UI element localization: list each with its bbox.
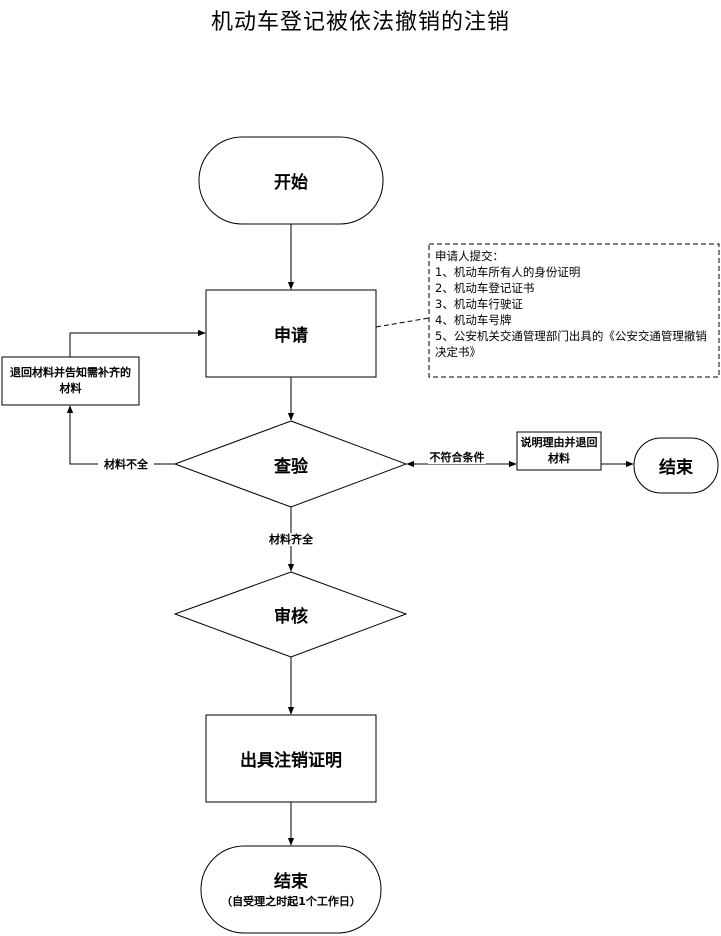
end-bottom-terminator — [200, 845, 382, 934]
note-item: 2、机动车登记证书 — [435, 281, 535, 295]
apply-label: 申请 — [274, 326, 308, 346]
inspect-label: 查验 — [274, 456, 308, 477]
applicant-submit-note: 申请人提交： 1、机动车所有人的身份证明 2、机动车登记证书 3、机动车行驶证 … — [429, 244, 719, 377]
end-right-label: 结束 — [659, 458, 693, 478]
end-right-terminator — [633, 437, 719, 494]
note-item: 5、公安机关交通管理部门出具的《公安交通管理撤销决定书》 — [435, 329, 707, 359]
issue-certificate-box — [205, 714, 377, 803]
end-bottom-note: （自受理之时起1个工作日） — [221, 895, 361, 908]
review-label: 审核 — [274, 606, 308, 627]
return-materials-label: 退回材料并告知需补齐的材料 — [10, 366, 131, 395]
end-bottom-label: 结束 — [274, 871, 308, 892]
applicant-submit-note-box — [428, 243, 720, 378]
note-connector-line — [375, 317, 430, 328]
apply-process-box — [205, 289, 377, 378]
edge-label-not-qualified: 不符合条件 — [428, 451, 486, 464]
issue-certificate-label: 出具注销证明 — [240, 751, 342, 771]
arrow-return-to-apply — [69, 329, 206, 357]
explain-return-box — [516, 431, 602, 471]
explain-return-label: 说明理由并退回材料 — [520, 436, 598, 465]
note-item: 4、机动车号牌 — [435, 313, 512, 327]
edge-label-complete: 材料齐全 — [262, 533, 320, 546]
start-label: 开始 — [274, 173, 308, 193]
note-heading: 申请人提交： — [435, 249, 504, 263]
note-item: 1、机动车所有人的身份证明 — [435, 265, 581, 279]
page-title: 机动车登记被依法撤销的注销 — [210, 10, 510, 35]
note-item: 3、机动车行驶证 — [435, 297, 523, 311]
edge-label-incomplete: 材料不全 — [98, 458, 154, 471]
arrow-inspect-to-return — [66, 405, 175, 465]
